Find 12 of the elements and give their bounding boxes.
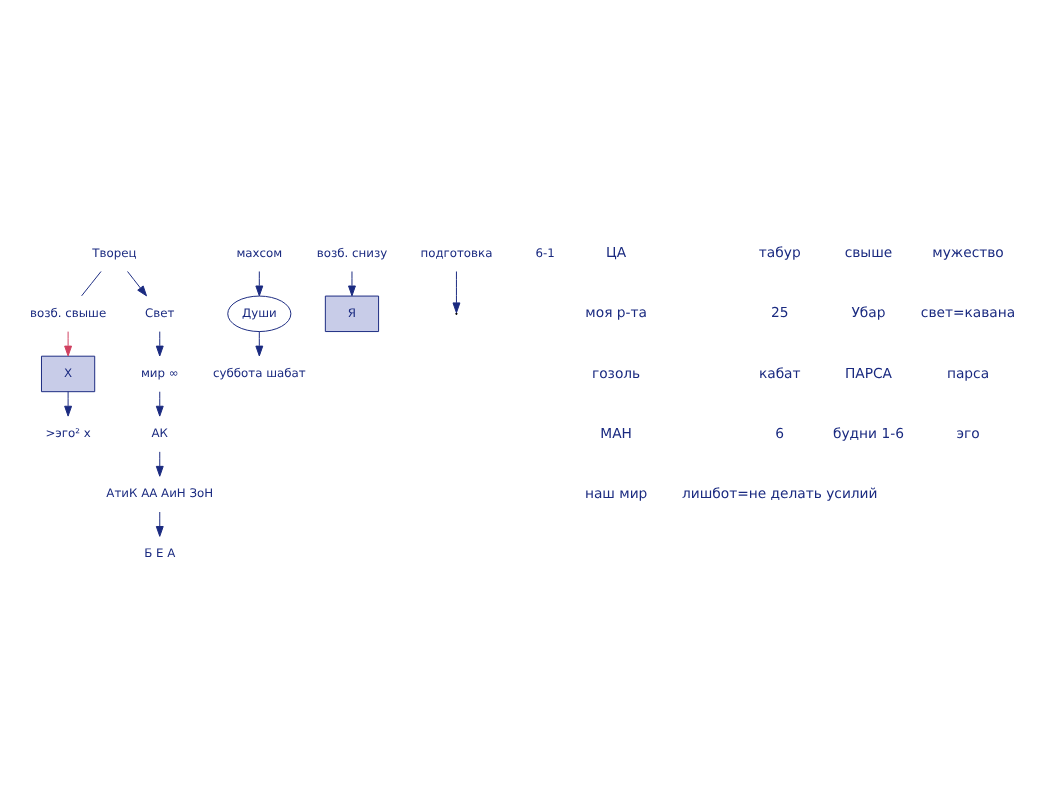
arrow bbox=[155, 390, 164, 416]
arrow bbox=[155, 510, 164, 536]
arrow bbox=[255, 330, 264, 356]
arrow bbox=[127, 270, 148, 296]
arrow bbox=[64, 330, 73, 356]
arrow bbox=[348, 270, 356, 296]
arrow bbox=[155, 330, 164, 356]
connector bbox=[81, 270, 102, 296]
arrow bbox=[452, 270, 461, 313]
arrow bbox=[64, 390, 73, 416]
arrow bbox=[155, 450, 164, 476]
arrow bbox=[255, 270, 264, 296]
